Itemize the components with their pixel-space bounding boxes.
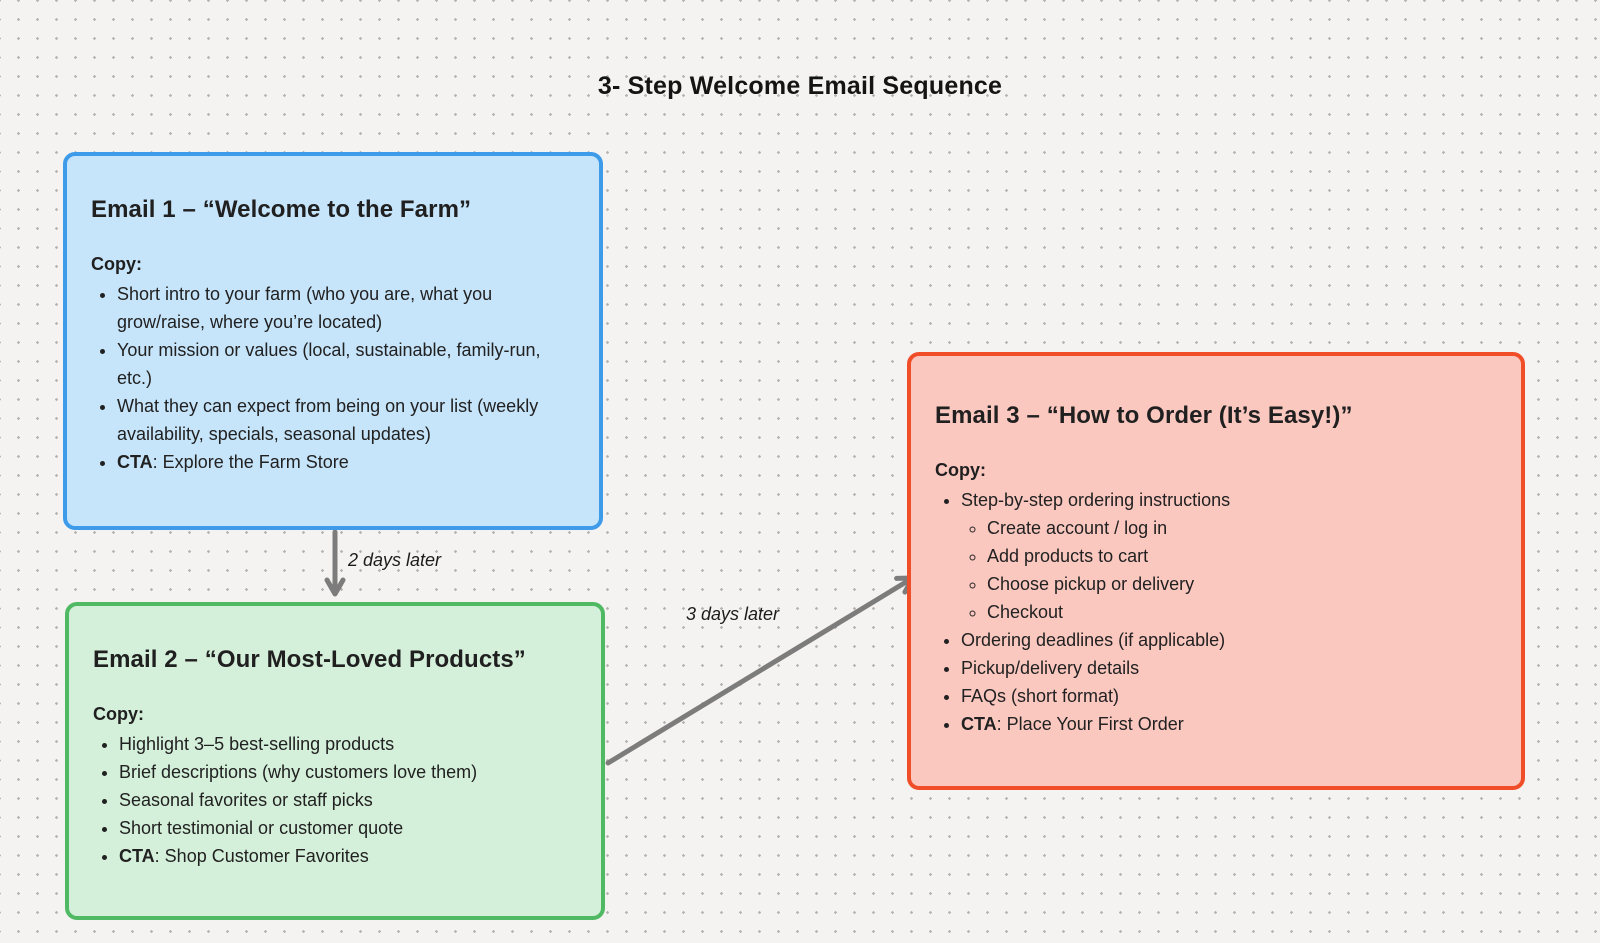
diagram-title[interactable]: 3- Step Welcome Email Sequence	[597, 72, 1003, 100]
bullet-item: Seasonal favorites or staff picks	[119, 786, 577, 814]
node-email1-copy-label: Copy:	[91, 254, 142, 274]
node-email2-title: Email 2 – “Our Most-Loved Products”	[93, 646, 526, 673]
connector-email2-email3[interactable]	[605, 575, 916, 766]
bullet-item: Your mission or values (local, sustainab…	[117, 336, 575, 392]
node-email1[interactable]: Email 1 – “Welcome to the Farm” Copy: Sh…	[63, 152, 603, 530]
bullet-item: CTA: Place Your First Order	[961, 710, 1497, 738]
bullet-item: Short intro to your farm (who you are, w…	[117, 280, 575, 336]
bullet-sublist: Create account / log inAdd products to c…	[961, 514, 1497, 626]
node-email3-copy-label: Copy:	[935, 460, 986, 480]
bullet-item: CTA: Explore the Farm Store	[117, 448, 575, 476]
node-email1-title: Email 1 – “Welcome to the Farm”	[91, 196, 472, 223]
connector-label-2-days-later[interactable]: 2 days later	[348, 550, 442, 570]
bullet-item: Step-by-step ordering instructionsCreate…	[961, 486, 1497, 626]
bullet-item: CTA: Shop Customer Favorites	[119, 842, 577, 870]
node-email2-bullet-list: Highlight 3–5 best-selling productsBrief…	[93, 730, 577, 870]
node-email2-copy-label: Copy:	[93, 704, 144, 724]
bullet-item: Ordering deadlines (if applicable)	[961, 626, 1497, 654]
node-email3-bullet-list: Step-by-step ordering instructionsCreate…	[935, 486, 1497, 738]
bullet-item: Highlight 3–5 best-selling products	[119, 730, 577, 758]
node-email3-title: Email 3 – “How to Order (It’s Easy!)”	[935, 402, 1353, 429]
bullet-item: Pickup/delivery details	[961, 654, 1497, 682]
bullet-item: Add products to cart	[987, 542, 1497, 570]
bullet-item: Create account / log in	[987, 514, 1497, 542]
node-email2[interactable]: Email 2 – “Our Most-Loved Products” Copy…	[65, 602, 605, 920]
bullet-item: Brief descriptions (why customers love t…	[119, 758, 577, 786]
node-email1-bullet-list: Short intro to your farm (who you are, w…	[91, 280, 575, 476]
connector-label-3-days-later[interactable]: 3 days later	[686, 604, 780, 624]
bullet-item: Checkout	[987, 598, 1497, 626]
bullet-item: What they can expect from being on your …	[117, 392, 575, 448]
bullet-item: FAQs (short format)	[961, 682, 1497, 710]
node-email3[interactable]: Email 3 – “How to Order (It’s Easy!)” Co…	[907, 352, 1525, 790]
bullet-item: Short testimonial or customer quote	[119, 814, 577, 842]
bullet-item: Choose pickup or delivery	[987, 570, 1497, 598]
